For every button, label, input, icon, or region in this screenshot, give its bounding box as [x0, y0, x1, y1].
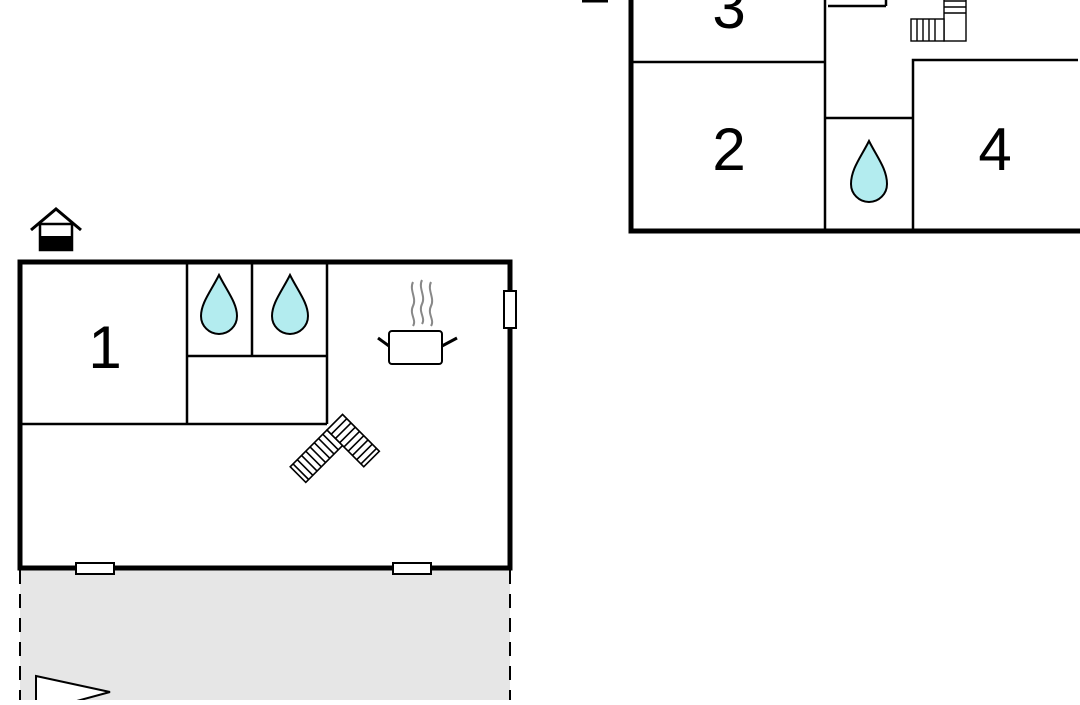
window [503, 290, 517, 329]
water-drop-icon [270, 272, 310, 335]
ground-floor: 1 [17, 207, 517, 705]
ground-floor-outer-wall [17, 259, 513, 571]
upper-floor-interior-walls [631, 0, 1078, 229]
cooking-pot-icon [377, 279, 458, 365]
room-label-4: 4 [978, 116, 1011, 183]
stairs-icon [910, 0, 967, 42]
room-label-1: 1 [88, 314, 121, 381]
window [392, 562, 432, 575]
water-drop-icon [849, 138, 889, 203]
room-label-3: 3 [712, 0, 745, 41]
window [75, 562, 115, 575]
terrace-area [19, 570, 511, 705]
upper-floor-outer-wall [628, 0, 1080, 234]
upper-floor: 3 2 4 [582, 0, 1080, 234]
house-icon [30, 207, 82, 252]
water-drop-icon [199, 272, 239, 335]
ground-floor-interior-walls [20, 262, 329, 426]
room-label-2: 2 [712, 116, 745, 183]
stairs-icon [289, 413, 381, 484]
